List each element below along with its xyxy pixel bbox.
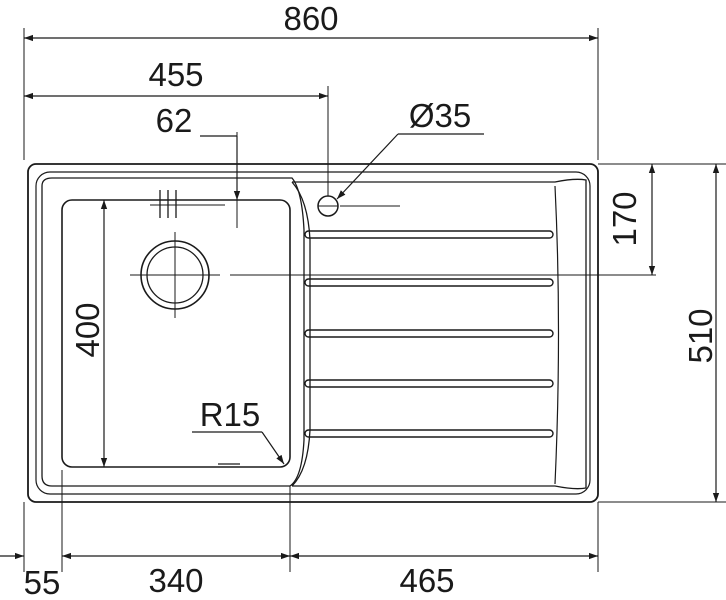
extension-lines [23, 28, 726, 572]
corner-radius-label: R15 [200, 396, 261, 433]
bowl-length-label: 400 [69, 302, 106, 357]
tap-hole [317, 195, 339, 217]
drain [130, 232, 220, 318]
overall-width-label: 860 [283, 0, 338, 37]
sink-outline [27, 163, 599, 503]
bowl [41, 177, 305, 487]
overall-depth-label: 510 [682, 308, 719, 363]
drainer-grooves [304, 230, 554, 438]
left-margin-label: 55 [24, 564, 61, 600]
bowl-width-label: 340 [148, 562, 203, 599]
drainer [291, 178, 587, 490]
tap-hole-diameter-label: Ø35 [409, 97, 471, 134]
drainer-width-label: 465 [399, 562, 454, 599]
bowl-center-offset-label: 455 [148, 56, 203, 93]
tap-hole-offset-label: 170 [606, 191, 643, 246]
dimension-labels: 860 455 62 Ø35 400 R15 170 510 55 340 46… [24, 0, 719, 600]
dimension-lines [0, 34, 720, 560]
bowl-edge-offset-label: 62 [156, 102, 193, 139]
